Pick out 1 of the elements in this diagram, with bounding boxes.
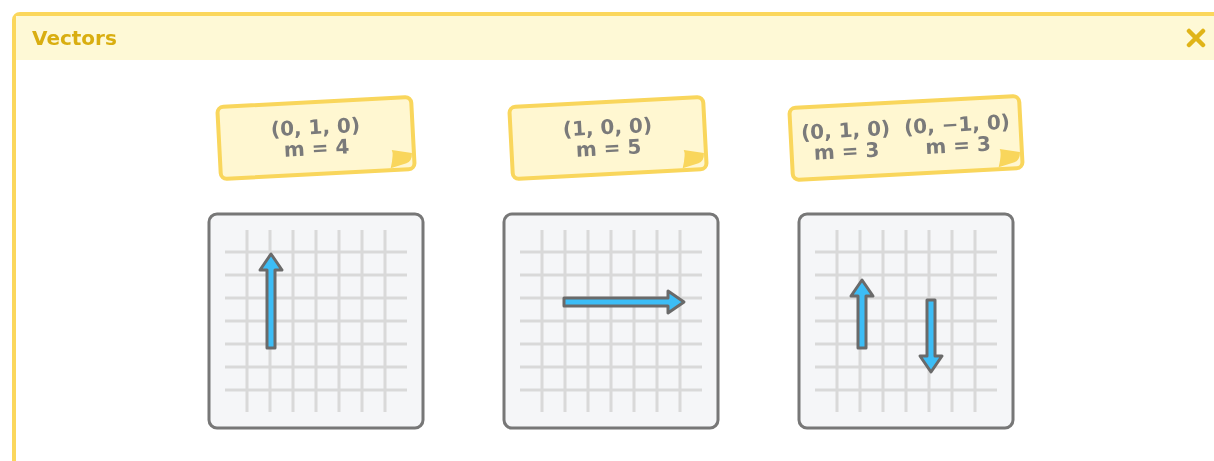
panel-title: Vectors: [32, 26, 117, 50]
